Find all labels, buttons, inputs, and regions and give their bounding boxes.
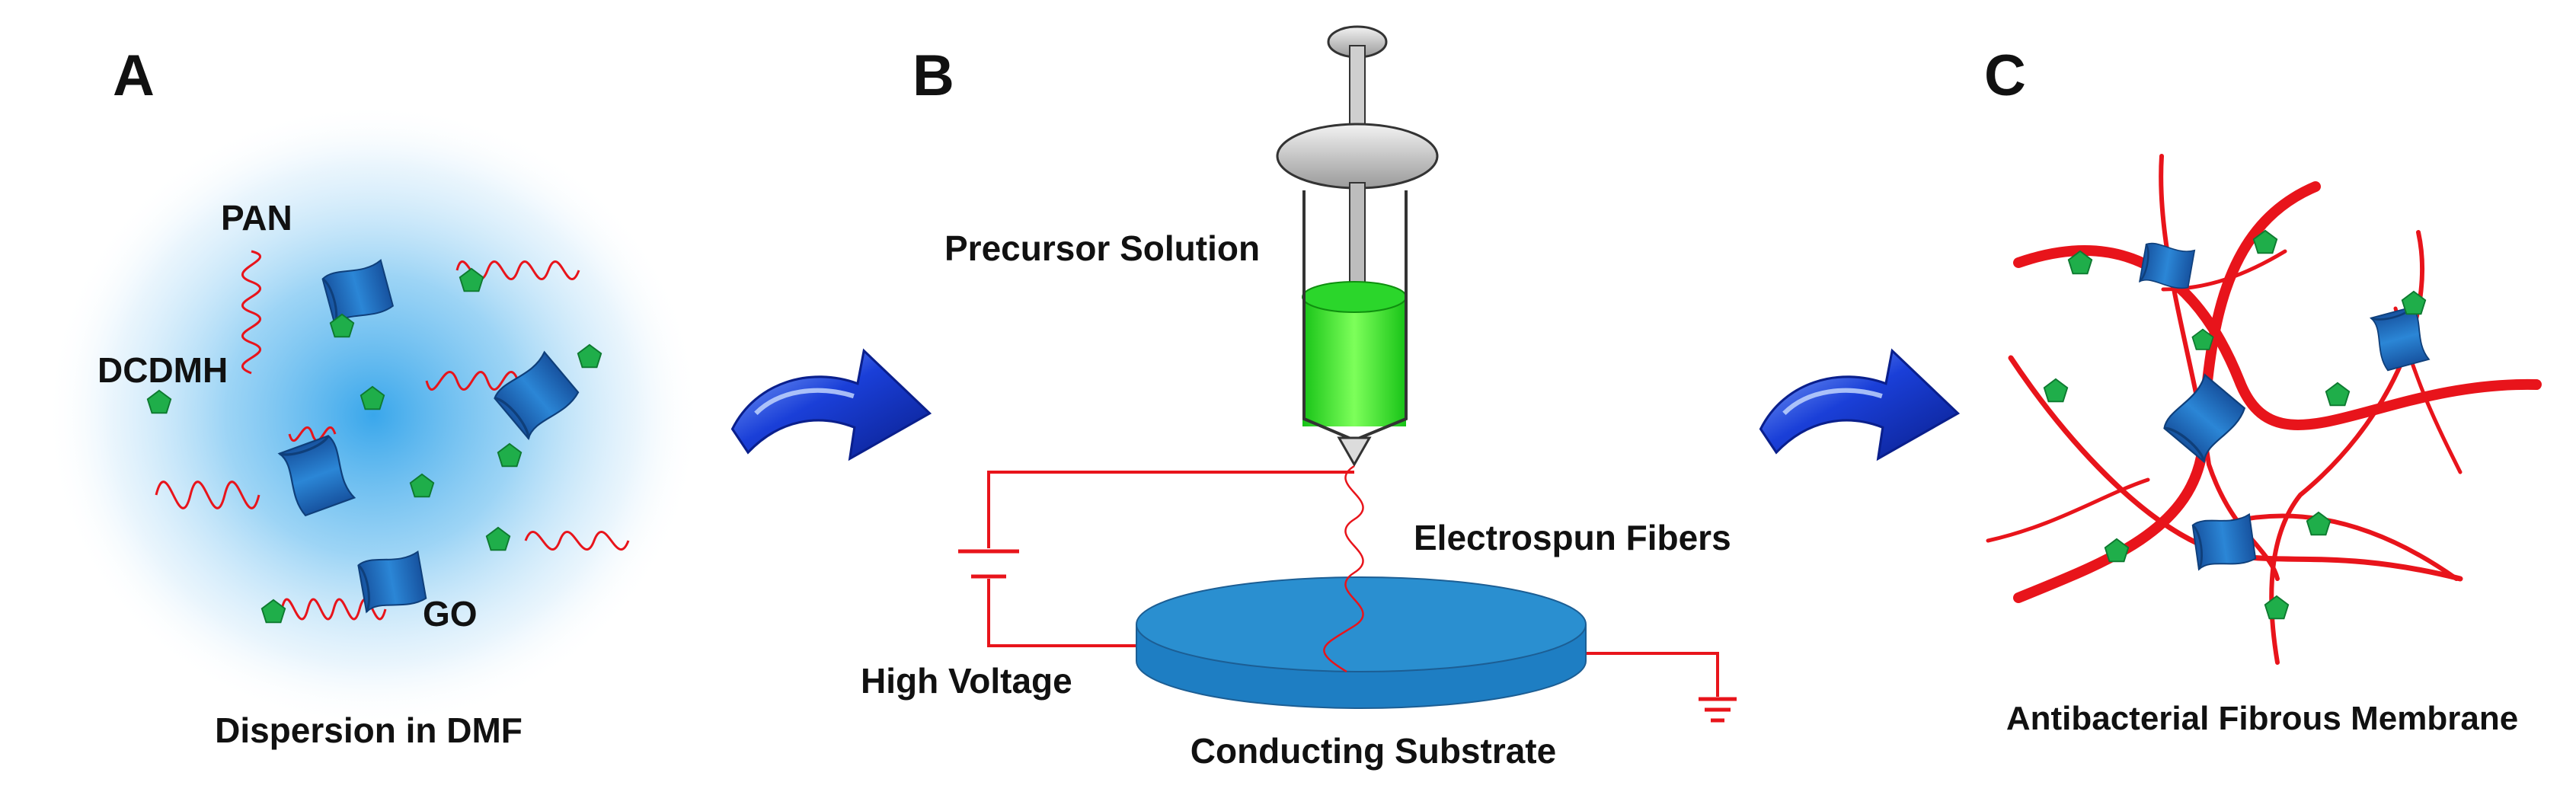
panel-a-caption: Dispersion in DMF <box>215 710 523 750</box>
go-label: GO <box>423 594 478 634</box>
panel-c-caption: Antibacterial Fibrous Membrane <box>2006 700 2518 737</box>
substrate-label: Conducting Substrate <box>1191 731 1556 771</box>
fibers-label: Electrospun Fibers <box>1414 518 1731 557</box>
dcdmh-label: DCDMH <box>97 350 228 390</box>
go-sheet <box>2138 241 2196 292</box>
dispersion-halo <box>46 103 701 727</box>
right-arrow-icon <box>733 351 930 459</box>
conducting-substrate <box>1136 576 1587 709</box>
go-sheet <box>2160 373 2248 463</box>
panel-c-letter: C <box>1984 43 2026 108</box>
go-sheet <box>2370 305 2431 372</box>
pan-label: PAN <box>221 198 292 238</box>
right-arrow-icon <box>1761 351 1958 459</box>
electrospun-jet <box>1323 465 1364 673</box>
syringe-icon <box>1276 25 1439 468</box>
voltage-label: High Voltage <box>861 661 1072 701</box>
panel-b: B <box>861 25 1737 771</box>
battery-icon <box>958 549 1019 579</box>
panel-a-letter: A <box>113 43 155 108</box>
ground-icon <box>1699 697 1737 723</box>
panel-a: A PAN DCDMH <box>46 43 701 750</box>
panel-c: C Antibacterial <box>1984 43 2542 737</box>
go-sheet <box>356 550 428 614</box>
panel-b-letter: B <box>912 43 954 108</box>
go-sheet <box>2191 512 2258 571</box>
precursor-label: Precursor Solution <box>944 228 1260 268</box>
circuit-wires <box>987 471 1719 697</box>
